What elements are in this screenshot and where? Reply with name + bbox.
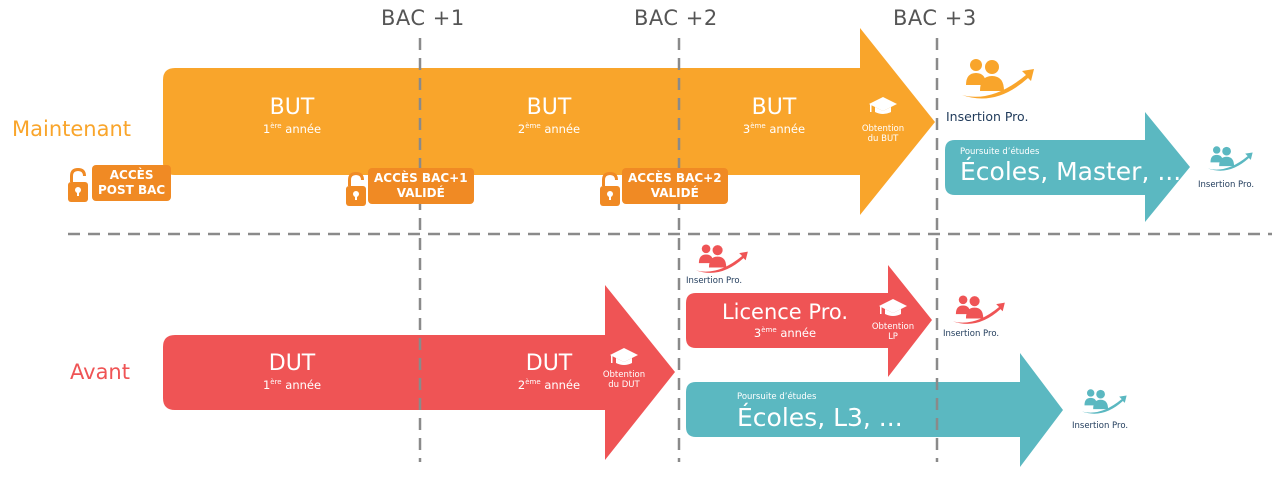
professionals-growth-icon	[962, 59, 1034, 99]
insertion-after-master: Insertion Pro.	[1198, 180, 1255, 190]
licence-pro-title: Licence Pro.	[721, 300, 849, 324]
year-label: 3ème année	[753, 325, 817, 340]
graduation-cap-icon	[879, 299, 907, 316]
insertion-after-but: Insertion Pro.	[946, 109, 1029, 124]
insertion-after-dut: Insertion Pro.	[686, 276, 743, 286]
further-studies-l3-arrow	[686, 353, 1063, 467]
year-label: 2ème année	[517, 377, 581, 392]
but-title: BUT	[751, 95, 797, 120]
column-label-bac2: BAC +2	[634, 6, 718, 30]
year-label: 2ème année	[517, 121, 581, 136]
graduation-cap-icon	[610, 348, 638, 365]
professionals-growth-icon	[1082, 389, 1127, 414]
year-label: 1ère année	[262, 121, 322, 136]
licence-pro: Licence Pro. 3ème année	[700, 300, 870, 340]
dut-year-2: DUT 2ème année	[489, 352, 609, 392]
but-title: BUT	[526, 95, 572, 120]
dut-arrow	[163, 285, 675, 460]
graduation-cap-icon	[869, 97, 897, 114]
column-label-bac1: BAC +1	[381, 6, 465, 30]
professionals-growth-icon	[953, 295, 1005, 324]
but-title: BUT	[269, 95, 315, 120]
row-label-now: Maintenant	[12, 117, 132, 141]
dut-title: DUT	[525, 351, 573, 376]
but-year-3: BUT 3ème année	[714, 96, 834, 136]
but-year-1: BUT 1ère année	[232, 96, 352, 136]
further-studies-title-before: Écoles, L3, ...	[737, 403, 903, 432]
professionals-growth-icon	[696, 244, 748, 273]
row-label-before: Avant	[70, 360, 130, 384]
year-label: 1ère année	[262, 377, 322, 392]
further-studies-master-arrow	[945, 112, 1190, 222]
insertion-after-lp: Insertion Pro.	[943, 329, 1000, 339]
dut-year-1: DUT 1ère année	[232, 352, 352, 392]
insertion-after-l3: Insertion Pro.	[1072, 421, 1129, 431]
unlocked-padlock-icon	[346, 172, 366, 206]
further-studies-caption: Poursuite d’études	[960, 147, 1040, 157]
but-arrow	[163, 28, 935, 215]
column-label-bac3: BAC +3	[893, 6, 977, 30]
further-studies-caption-before: Poursuite d’études	[737, 392, 817, 402]
professionals-growth-icon	[1208, 146, 1253, 171]
licence-pro-arrow	[686, 265, 932, 377]
but-year-2: BUT 2ème année	[489, 96, 609, 136]
further-studies-title: Écoles, Master, ...	[960, 157, 1182, 186]
year-label: 3ème année	[742, 121, 806, 136]
unlocked-padlock-icon	[68, 168, 88, 202]
unlocked-padlock-icon	[600, 172, 620, 206]
dut-title: DUT	[268, 351, 316, 376]
